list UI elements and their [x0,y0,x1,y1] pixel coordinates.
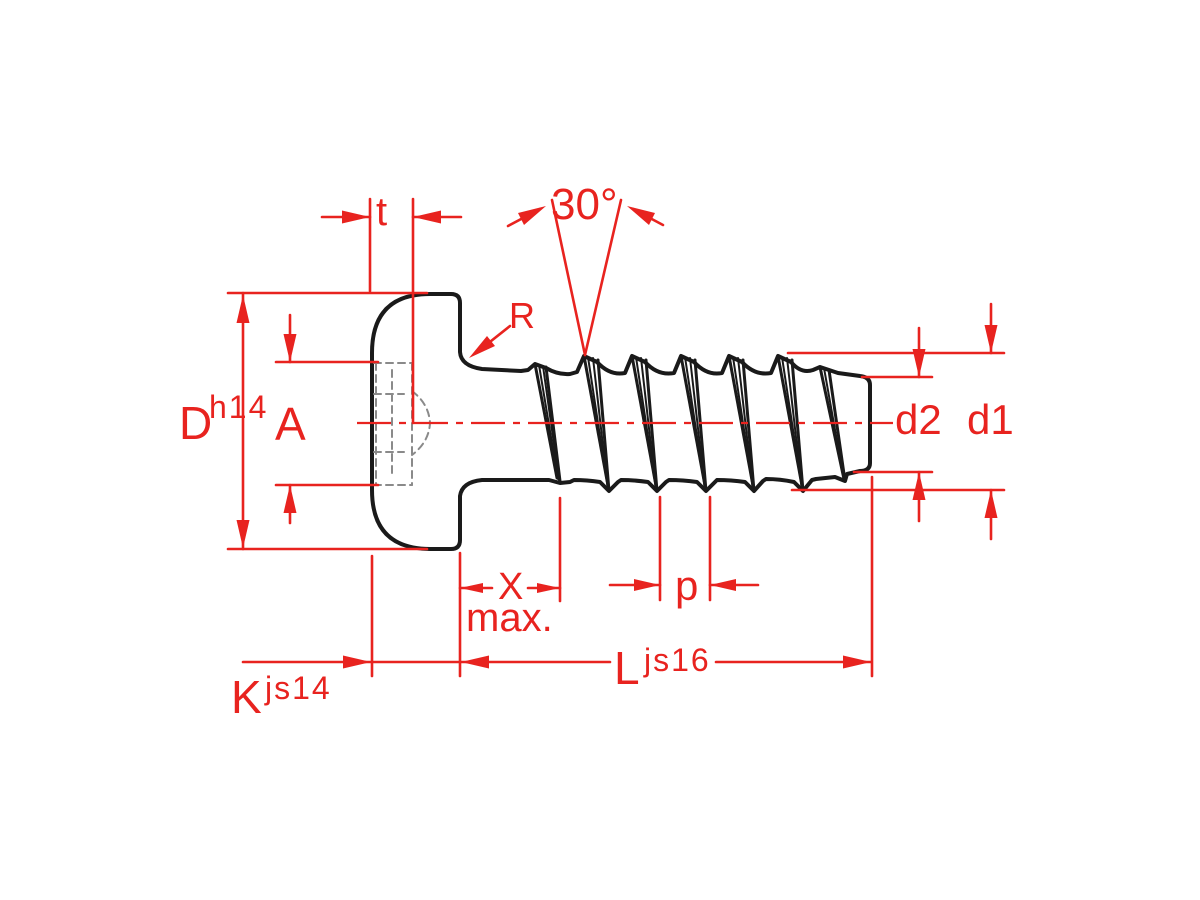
arrowhead-icon [469,336,495,358]
label-head-height: K [231,671,262,723]
arrowhead-up-icon [984,490,998,518]
thread-crest-band-5 [776,354,805,493]
thread-crest-band-3 [679,354,708,493]
arrowhead-icon [627,206,655,225]
arrowhead-up-icon [912,472,926,500]
arrowhead-down-icon [283,334,297,362]
label-screw-length-tolerance: js16 [643,642,711,678]
label-head-diameter-tolerance: h14 [209,389,268,425]
arrowhead-right-icon [843,655,871,669]
dimension-unthreaded-length [458,496,562,603]
dimension-drive-size [274,313,380,525]
label-thread-angle: 30° [551,180,618,229]
arrowhead-right-icon [342,210,370,224]
dimension-socket-depth [320,197,463,425]
label-unthreaded-length-qualifier: max. [466,596,553,640]
dimension-core-diameter [852,326,934,523]
arrowhead-left-icon [460,583,483,593]
arrowhead-up-icon [236,295,250,323]
arrowhead-right-icon [343,655,371,669]
label-thread-pitch: p [675,562,698,609]
dimension-thread-angle [506,198,665,357]
arrowhead-down-icon [912,349,926,377]
dimension-head-diameter [226,291,429,551]
dimension-underhead-radius [469,324,512,358]
label-head-height-tolerance: js14 [264,670,332,706]
arrowhead-right-icon [634,579,660,591]
label-socket-depth: t [376,190,387,234]
arrowhead-down-icon [236,520,250,548]
arrowhead-right-icon [537,583,560,593]
label-drive-size: A [275,398,306,450]
socket-hidden-outline [373,362,431,486]
arrowhead-up-icon [283,485,297,513]
label-outer-diameter: d1 [967,396,1014,443]
label-head-diameter: D [179,397,212,449]
screw-outline [370,292,872,551]
dimension-outer-diameter [786,302,1006,541]
arrowhead-left-icon [413,210,441,224]
label-underhead-radius: R [509,295,535,336]
label-core-diameter: d2 [895,396,942,443]
arrowhead-down-icon [984,325,998,353]
dimension-head-height-and-length [241,475,874,678]
arrowhead-left-icon [461,655,489,669]
arrowhead-icon [518,206,546,225]
screw-body [370,292,872,551]
dimension-thread-pitch [608,495,760,602]
arrowhead-left-icon [710,579,736,591]
label-screw-length: L [614,642,640,694]
label-unthreaded-length: X [498,566,523,608]
